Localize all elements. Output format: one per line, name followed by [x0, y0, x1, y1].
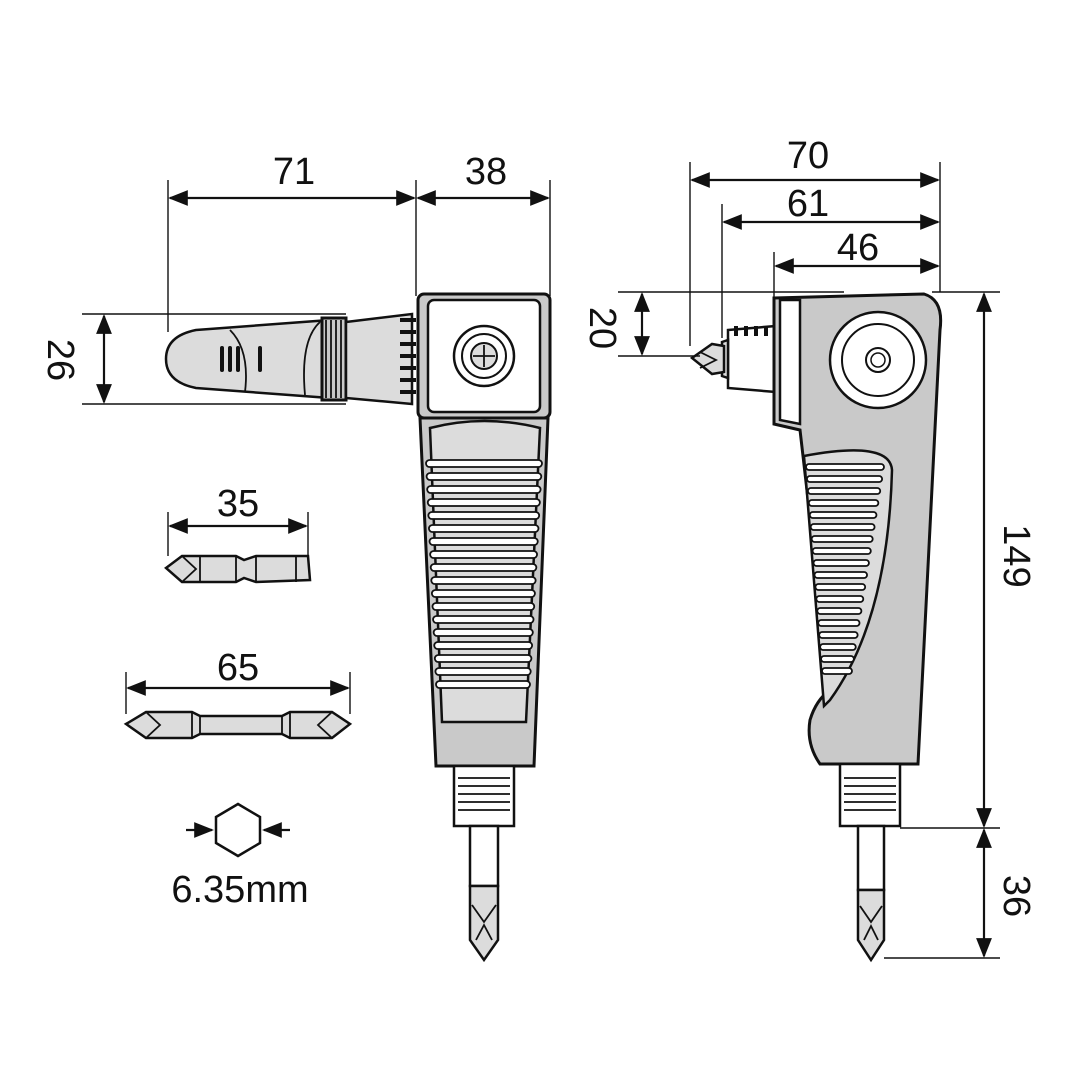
label-20: 20 [581, 307, 623, 349]
grip-rib [433, 641, 534, 650]
label-38: 38 [465, 151, 507, 193]
grip-rib [431, 602, 536, 611]
grip-rib [425, 472, 543, 481]
side-grip-rib [810, 535, 874, 543]
dim-71 [167, 180, 417, 332]
front-grip [418, 416, 550, 768]
short-bit [164, 554, 312, 584]
side-bit-holder [164, 312, 416, 406]
side-body [772, 292, 943, 766]
label-26: 26 [39, 339, 81, 381]
long-bit [123, 710, 353, 740]
grip-rib [430, 576, 537, 585]
grip-rib [435, 680, 531, 689]
grip-rib [426, 485, 542, 494]
dim-38 [416, 180, 551, 296]
label-46: 46 [837, 227, 879, 269]
side-grip-rib [819, 643, 857, 651]
side-view [689, 292, 943, 963]
side-grip-rib [808, 511, 878, 519]
grip-rib [429, 563, 538, 572]
label-70: 70 [787, 135, 829, 177]
side-grip-rib [811, 547, 872, 555]
side-chuck [689, 324, 778, 394]
label-61: 61 [787, 183, 829, 225]
grip-rib [432, 628, 534, 637]
side-grip-rib [813, 571, 868, 579]
side-grip-rib [809, 523, 876, 531]
grip-rib [425, 459, 543, 468]
side-grip-rib [807, 499, 880, 507]
grip-rib [428, 537, 539, 546]
dim-35 [167, 512, 309, 556]
label-36: 36 [995, 875, 1037, 917]
side-grip-rib [805, 463, 885, 471]
side-grip-rib [814, 583, 867, 591]
grip-rib [433, 654, 533, 663]
side-grip-rib [818, 631, 859, 639]
dim-65 [125, 672, 351, 714]
side-grip-rib [812, 559, 870, 567]
side-grip-rib [816, 607, 863, 615]
grip-rib [427, 511, 541, 520]
dim-61 [721, 204, 940, 338]
dim-20 [618, 291, 844, 357]
side-grip-rib [821, 667, 853, 675]
label-35: 35 [217, 483, 259, 525]
grip-rib [426, 498, 541, 507]
dim-36 [884, 828, 1000, 959]
label-hex-size: 6.35mm [171, 869, 308, 911]
label-149: 149 [995, 524, 1037, 587]
dim-70 [689, 162, 941, 346]
grip-ribs [425, 459, 543, 689]
grip-rib [432, 615, 535, 624]
grip-rib [428, 524, 540, 533]
dim-46 [773, 252, 940, 298]
side-bit [838, 762, 902, 963]
label-71: 71 [273, 151, 315, 193]
front-view [164, 292, 552, 963]
hex-shank-icon [186, 802, 290, 858]
grip-rib [430, 589, 536, 598]
side-grip-rib [806, 487, 882, 495]
side-grip-rib [817, 619, 861, 627]
side-grip-rib [815, 595, 865, 603]
side-grip-rib [820, 655, 855, 663]
label-65: 65 [217, 647, 259, 689]
grip-rib [434, 667, 532, 676]
grip-rib [429, 550, 538, 559]
dim-149 [900, 291, 1000, 829]
side-grip-rib [806, 475, 884, 483]
dim-26 [82, 313, 346, 405]
front-chuck [452, 764, 516, 963]
side-grip-ribs [805, 463, 885, 675]
front-head [416, 292, 552, 420]
